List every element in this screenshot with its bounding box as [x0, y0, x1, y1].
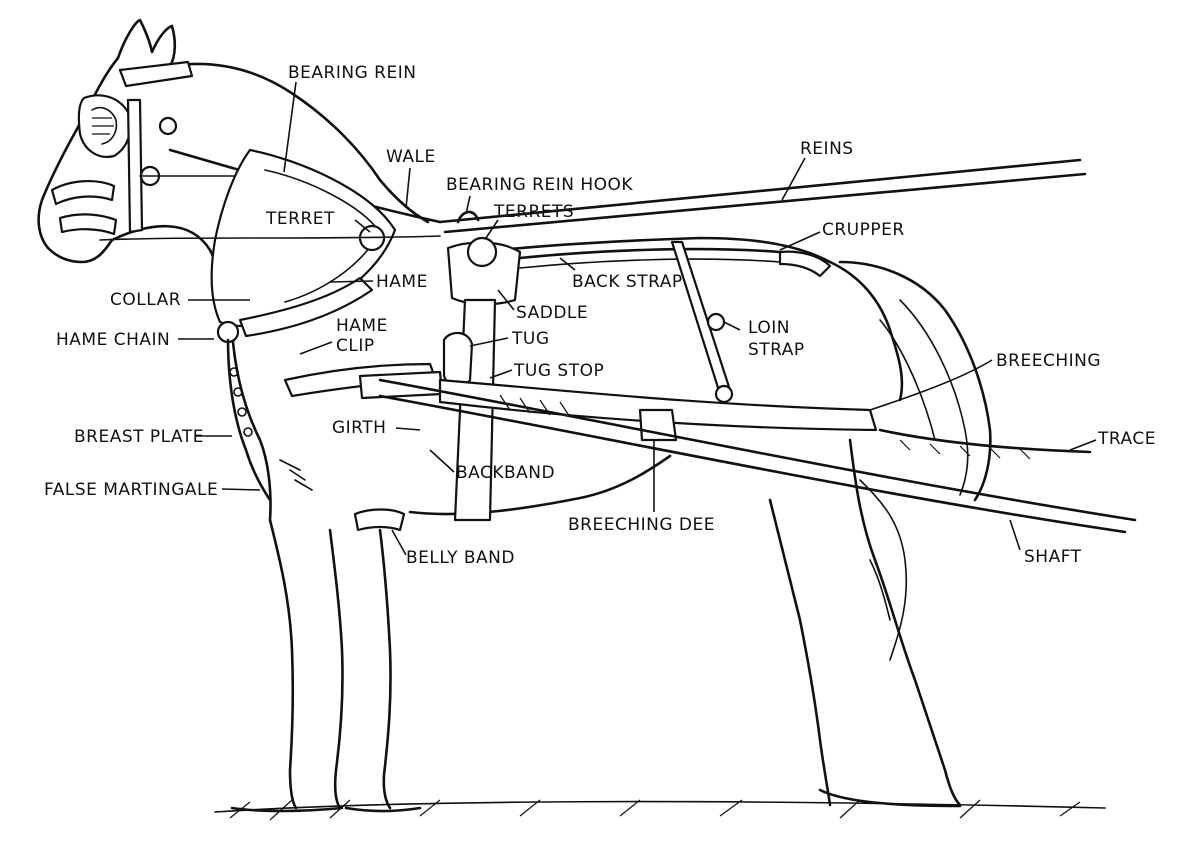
bridle: [50, 60, 301, 236]
label-crupper: CRUPPER: [822, 220, 905, 240]
label-hame-chain: HAME CHAIN: [56, 330, 170, 350]
tug-and-breeching: [283, 362, 878, 442]
label-back-strap: BACK STRAP: [572, 272, 683, 292]
label-belly-band: BELLY BAND: [406, 548, 515, 568]
label-girth: GIRTH: [332, 418, 386, 438]
leader-shaft: [1009, 519, 1021, 551]
leader-terret: [354, 219, 371, 233]
leader-terrets: [485, 219, 499, 239]
collar-and-hames: [210, 148, 397, 344]
leader-backband: [429, 449, 455, 473]
label-breeching-dee: BREECHING DEE: [568, 515, 715, 535]
label-bearing-rein: BEARING REIN: [288, 63, 416, 83]
reins: [99, 158, 1087, 241]
trace: [878, 428, 1092, 460]
leader-back-strap: [559, 257, 576, 271]
leader-crupper: [779, 231, 821, 251]
label-hame-clip-line1: HAME: [336, 316, 388, 336]
label-hame-clip-line2: CLIP: [336, 336, 375, 356]
label-hame: HAME: [376, 272, 428, 292]
horse-outline: [37, 18, 992, 813]
leader-loin-strap: [723, 321, 741, 331]
label-tug: TUG: [511, 329, 550, 349]
shaft: [378, 378, 1137, 534]
leader-bearing-rein: [283, 81, 297, 173]
leader-wale: [405, 167, 411, 209]
leader-saddle: [497, 289, 515, 311]
leader-hame-clip: [299, 341, 333, 355]
leader-belly-band: [391, 529, 407, 556]
labels: BEARING REIN WALE REINS BEARING REIN HOO…: [44, 63, 1156, 568]
label-reins: REINS: [800, 139, 854, 159]
label-loin-strap-line1: LOIN: [748, 318, 790, 338]
label-terret: TERRET: [265, 209, 335, 229]
leader-breeching: [869, 359, 993, 411]
label-wale: WALE: [386, 147, 436, 167]
label-loin-strap-line2: STRAP: [748, 340, 805, 360]
leader-hame: [329, 280, 374, 283]
label-trace: TRACE: [1097, 429, 1156, 449]
belly-band: [353, 508, 406, 532]
label-breeching: BREECHING: [996, 351, 1101, 371]
leader-reins: [781, 157, 806, 201]
label-shaft: SHAFT: [1024, 547, 1082, 567]
leader-girth: [395, 427, 421, 431]
breast-plate: [226, 338, 272, 502]
label-saddle: SADDLE: [516, 303, 588, 323]
leader-trace: [1069, 439, 1097, 451]
leader-bearing-rein-hook: [465, 195, 471, 215]
leader-tug-stop: [489, 369, 513, 379]
label-false-martingale: FALSE MARTINGALE: [44, 480, 218, 500]
label-collar: COLLAR: [110, 290, 181, 310]
leader-lines: [178, 81, 1097, 556]
label-terrets: TERRETS: [493, 202, 574, 222]
label-breast-plate: BREAST PLATE: [74, 427, 204, 447]
label-tug-stop: TUG STOP: [513, 361, 604, 381]
ground-shading: [214, 799, 1106, 821]
leader-false-martingale: [221, 488, 261, 491]
label-backband: BACKBAND: [456, 463, 555, 483]
back-strap-crupper: [518, 240, 832, 404]
leader-tug: [469, 337, 509, 347]
label-bearing-rein-hook: BEARING REIN HOOK: [446, 175, 633, 195]
